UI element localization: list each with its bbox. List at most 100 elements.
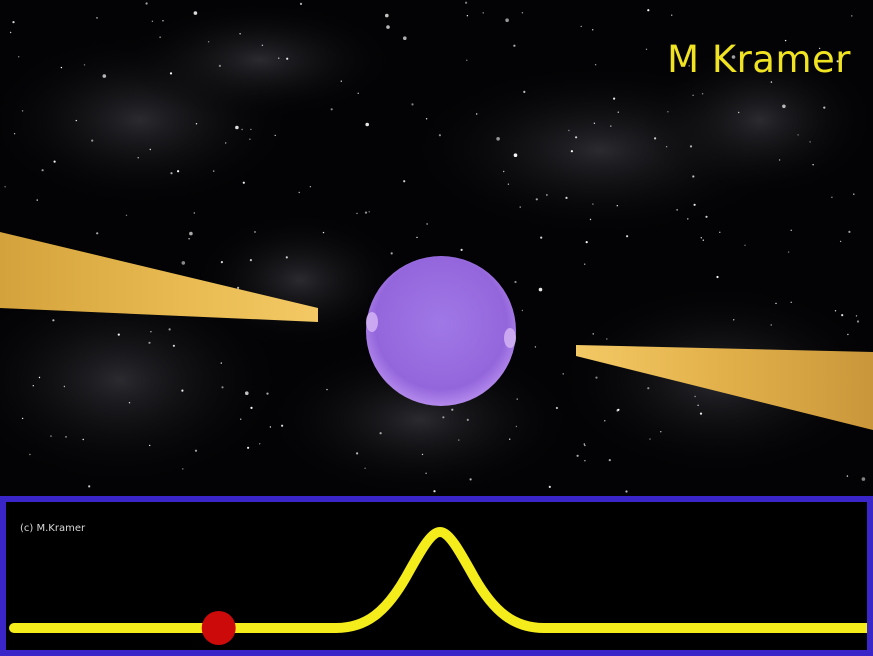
star [172,344,175,347]
star [52,319,55,322]
star [416,236,418,239]
star [213,170,215,172]
star [823,106,826,109]
star [700,237,702,239]
star [82,438,84,441]
pulse-profile-plot [9,527,867,645]
star [514,280,517,284]
star [692,175,695,178]
star [466,418,469,421]
star [604,420,606,422]
star [159,36,161,38]
star [250,406,253,409]
star [460,248,463,251]
star [692,94,694,97]
star [519,206,521,208]
star [65,436,67,438]
star [589,218,592,221]
star [676,209,678,211]
star [818,47,821,50]
star [242,181,245,184]
star [606,338,608,340]
star [241,128,243,131]
star [592,333,594,335]
star [249,259,252,262]
star [616,205,618,207]
star [515,425,518,428]
star [36,199,38,201]
star [188,238,190,240]
star [540,236,543,239]
star [625,490,628,493]
star [266,392,269,395]
star [660,431,662,433]
star [237,286,240,289]
star [41,169,44,172]
star [340,80,342,82]
star [513,153,518,157]
star [516,398,518,400]
star [831,196,833,198]
star [595,376,598,379]
star [584,263,586,265]
star [148,341,151,344]
star [671,14,673,16]
star [848,230,851,233]
star [247,446,250,449]
star [790,229,792,231]
star [96,17,98,19]
star [584,444,586,447]
star [731,55,736,59]
star [782,104,786,109]
star [149,444,151,447]
right-magnetic-pole [504,328,516,348]
star [386,25,390,29]
star [809,141,811,143]
star [847,333,849,336]
star [778,159,781,161]
star [18,56,20,58]
star [330,108,333,111]
star [278,57,280,59]
star [647,9,650,12]
star [593,122,596,125]
star [583,443,585,445]
star [654,137,657,140]
star [538,287,543,292]
star [181,389,184,392]
star [770,324,772,326]
star [63,385,66,388]
star [580,25,582,28]
star [716,275,719,279]
star [839,240,842,243]
star [503,170,505,173]
star [626,235,629,238]
star [513,44,516,47]
star [546,194,548,196]
star [575,136,578,139]
star [249,138,251,140]
star [364,211,368,214]
star [385,13,389,18]
star [356,452,359,455]
star [562,373,564,375]
star [221,386,224,389]
star [162,20,164,22]
star [125,214,128,216]
star [523,90,526,93]
star [403,180,406,183]
star [356,212,358,215]
star [469,478,472,481]
star [846,475,849,477]
star [853,193,855,195]
star [565,196,568,199]
star [775,302,777,305]
star [189,231,193,236]
star [797,134,799,136]
star [245,391,249,396]
star [482,12,484,14]
star [220,362,222,364]
star [220,261,223,264]
star [150,331,152,333]
star [218,64,221,67]
